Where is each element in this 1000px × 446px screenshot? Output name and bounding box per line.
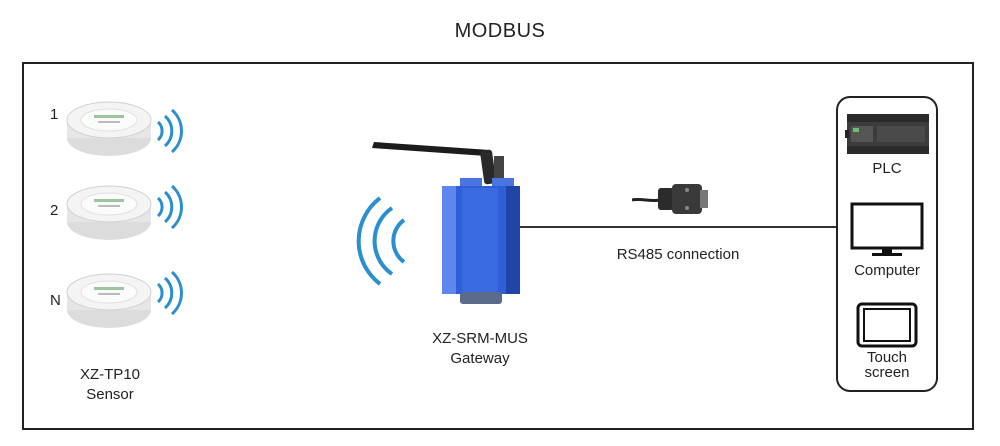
sensor-device-n	[64, 270, 154, 330]
device-label-touch-screen: Touch screen	[836, 350, 938, 380]
rs485-wire	[520, 226, 836, 228]
serial-connector-icon	[632, 178, 712, 218]
gateway-signal-icon	[342, 196, 412, 286]
sensor-device-2	[64, 182, 154, 242]
sensor-number-n: N	[50, 292, 61, 309]
device-label-touch: Touch	[866, 349, 908, 366]
sensor-device-1	[64, 98, 154, 158]
wireless-signal-icon	[152, 268, 188, 318]
gateway-type-label: Gateway	[450, 350, 510, 367]
sensor-number-1: 1	[50, 106, 59, 123]
wireless-signal-icon	[152, 106, 188, 156]
connection-label: RS485 connection	[616, 246, 740, 263]
plc-icon	[845, 110, 931, 158]
tablet-icon	[856, 302, 918, 348]
device-label-computer: Computer	[854, 262, 920, 279]
diagram-title: MODBUS	[454, 20, 546, 42]
device-label-screen: screen	[864, 364, 910, 381]
sensor-model-label: XZ-TP10	[79, 366, 140, 383]
sensor-number-2: 2	[50, 202, 59, 219]
monitor-icon	[850, 202, 924, 258]
gateway-device	[368, 126, 528, 306]
sensor-type-label: Sensor	[86, 386, 134, 403]
device-label-plc: PLC	[872, 160, 902, 177]
diagram-frame	[22, 62, 974, 430]
wireless-signal-icon	[152, 182, 188, 232]
gateway-model-label: XZ-SRM-MUS	[432, 330, 528, 347]
